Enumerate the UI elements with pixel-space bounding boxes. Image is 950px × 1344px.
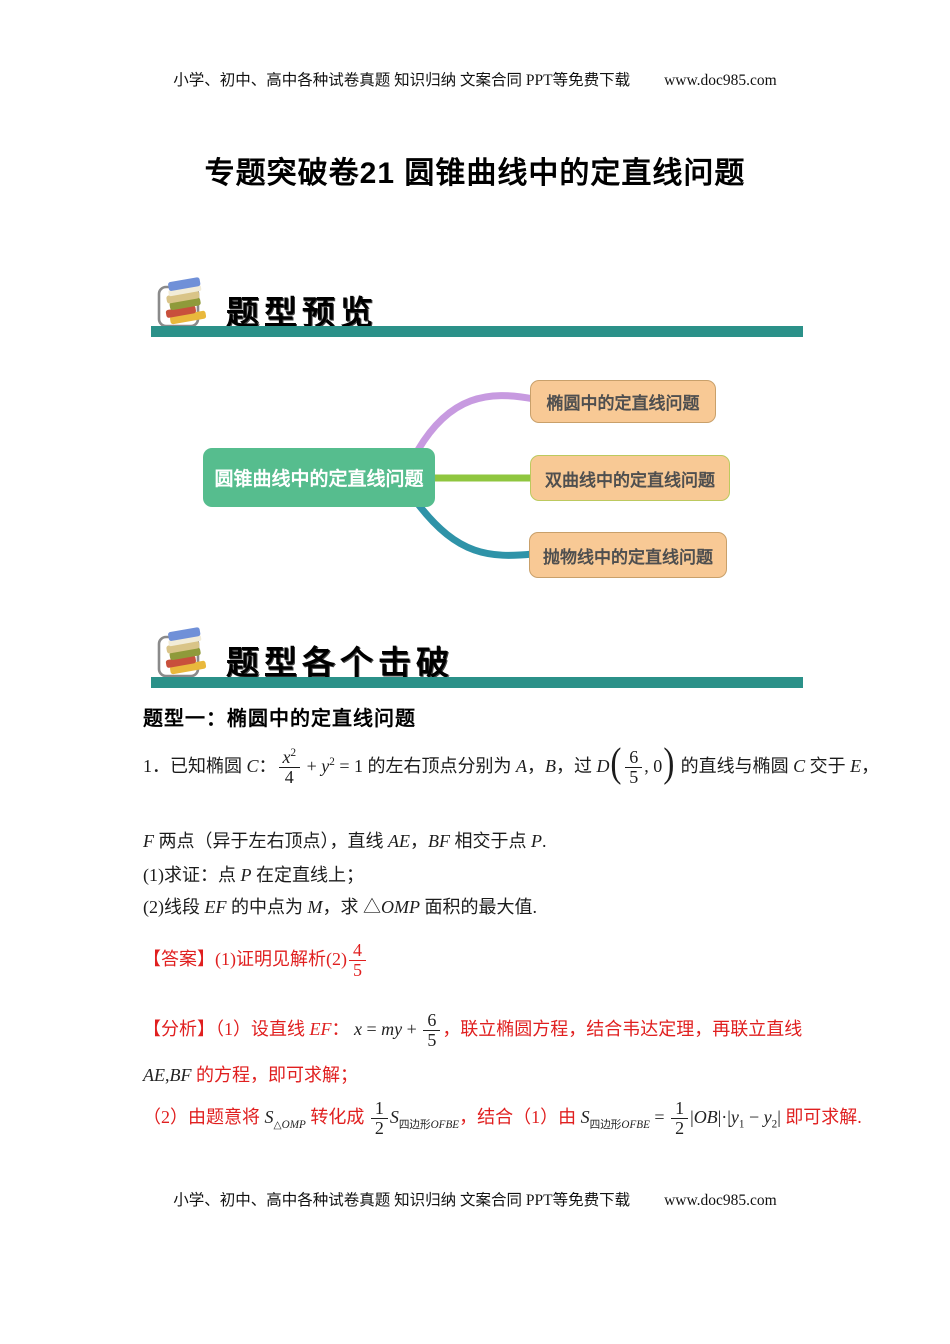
mindmap-branch-ellipse: 椭圆中的定直线问题 xyxy=(530,380,716,423)
footer-watermark: 小学、初中、高中各种试卷真题 知识归纳 文案合同 PPT等免费下载 www.do… xyxy=(0,1188,950,1210)
mindmap-branch-parabola: 抛物线中的定直线问题 xyxy=(529,532,727,578)
analysis-line-2: AE,BF 的方程，即可求解； xyxy=(143,1065,358,1085)
accent-bar-preview xyxy=(151,326,803,337)
header-watermark: 小学、初中、高中各种试卷真题 知识归纳 文案合同 PPT等免费下载 www.do… xyxy=(0,68,950,90)
mindmap-branch-hyperbola: 双曲线中的定直线问题 xyxy=(530,455,730,501)
footer-watermark-text: 小学、初中、高中各种试卷真题 知识归纳 文案合同 PPT等免费下载 xyxy=(173,1192,631,1209)
connector-parabola xyxy=(414,500,537,559)
mindmap-root-node: 圆锥曲线中的定直线问题 xyxy=(203,448,435,507)
mindmap: 圆锥曲线中的定直线问题 椭圆中的定直线问题 双曲线中的定直线问题 抛物线中的定直… xyxy=(185,368,760,596)
footer-site-text: www.doc985.com xyxy=(664,1192,777,1209)
problem-type-heading: 题型一：椭圆中的定直线问题 xyxy=(143,708,416,730)
problem-part-2: (2)线段 EF 的中点为 M，求 △OMP 面积的最大值. xyxy=(143,897,537,917)
header-watermark-text: 小学、初中、高中各种试卷真题 知识归纳 文案合同 PPT等免费下载 xyxy=(173,72,631,89)
header-site-text: www.doc985.com xyxy=(664,72,777,89)
accent-bar-breakthrough xyxy=(151,677,803,688)
problem-line-2: F 两点（异于左右顶点），直线 AE，BF 相交于点 P. xyxy=(143,831,547,851)
books-icon xyxy=(157,627,207,678)
books-icon xyxy=(157,277,207,328)
problem-part-1: (1)求证：点 P 在定直线上； xyxy=(143,865,364,885)
section-heading-breakthrough: 题型各个击破 xyxy=(226,643,454,682)
connector-ellipse xyxy=(414,392,538,454)
page-title: 专题突破卷21 圆锥曲线中的定直线问题 xyxy=(204,157,746,190)
mindmap-connectors xyxy=(414,392,538,559)
section-heading-preview: 题型预览 xyxy=(226,293,378,332)
